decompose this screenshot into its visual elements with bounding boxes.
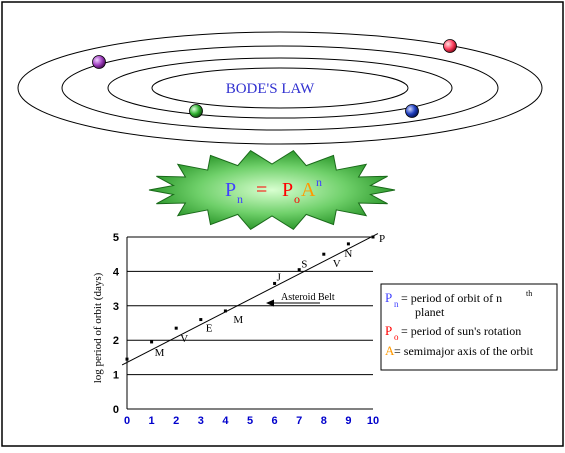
legend-box xyxy=(380,283,558,371)
formula: P n = P o A n xyxy=(225,175,322,206)
data-point xyxy=(125,357,129,361)
x-tick-label: 1 xyxy=(149,415,155,427)
legend-p-n-sub: n xyxy=(394,299,399,309)
legend-p-o-sub: o xyxy=(394,332,399,342)
point-label: J xyxy=(277,271,282,283)
data-point xyxy=(223,309,227,313)
formula-rhs-exp: n xyxy=(316,175,322,189)
formula-rhs-a: A xyxy=(301,179,316,201)
x-tick-label: 7 xyxy=(296,415,302,427)
point-label: M xyxy=(233,314,243,326)
formula-equals: = xyxy=(256,179,267,201)
formula-rhs-p: P xyxy=(282,179,293,201)
legend-line1-cont: planet xyxy=(415,305,445,319)
chart: log period of orbit (days) 0 1 2 3 4 5 0 1 2 3 4 5… xyxy=(92,232,385,427)
legend-p-o: P xyxy=(385,323,392,338)
legend-line1-text: = period of orbit of n xyxy=(401,291,502,305)
point-label: S xyxy=(301,259,307,271)
x-tick-label: 8 xyxy=(321,415,327,427)
pink-planet-icon xyxy=(443,39,457,53)
purple-planet-icon xyxy=(92,55,106,69)
annotation-text: Asteroid Belt xyxy=(281,292,335,303)
legend-line1-sup: th xyxy=(526,289,532,298)
legend-line2-text: = period of sun's rotation xyxy=(401,324,521,338)
point-label: M xyxy=(155,347,165,359)
y-tick-label: 1 xyxy=(113,370,119,382)
data-point xyxy=(273,281,277,285)
orbit-third xyxy=(61,45,499,131)
data-point xyxy=(346,242,350,246)
x-tick-label: 9 xyxy=(345,415,351,427)
data-point xyxy=(199,318,203,322)
y-axis-label: log period of orbit (days) xyxy=(92,272,104,383)
arrow-left-icon xyxy=(266,299,274,307)
point-label: V xyxy=(180,333,188,345)
legend-p-n: P xyxy=(385,290,392,305)
orbit-outer xyxy=(17,31,543,145)
legend: P n = period of orbit of n th planet P o… xyxy=(380,283,558,371)
x-tick-label: 0 xyxy=(124,415,130,427)
data-point xyxy=(150,340,154,344)
orbit-inner xyxy=(151,67,409,109)
orbit-second xyxy=(107,57,453,119)
y-tick-label: 5 xyxy=(113,232,119,244)
x-tick-label: 5 xyxy=(247,415,253,427)
green-planet-icon xyxy=(189,104,203,118)
page-title: BODE'S LAW xyxy=(226,81,315,97)
y-tick-label: 4 xyxy=(113,266,120,278)
point-label: E xyxy=(206,323,213,335)
point-label: V xyxy=(333,258,341,270)
data-point xyxy=(371,235,375,239)
formula-lhs-p: P xyxy=(225,179,236,201)
x-tick-label: 6 xyxy=(272,415,278,427)
point-label: P xyxy=(379,233,385,245)
formula-lhs-sub: n xyxy=(237,192,243,206)
x-tick-label: 3 xyxy=(198,415,204,427)
y-tick-label: 0 xyxy=(113,404,119,416)
legend-a: A xyxy=(385,343,395,358)
asteroid-belt-annotation: Asteroid Belt xyxy=(266,292,335,307)
x-tick-label: 10 xyxy=(367,415,379,427)
formula-rhs-sub: o xyxy=(294,192,300,206)
legend-line3-text: = semimajor axis of the orbit xyxy=(394,344,534,358)
blue-planet-icon xyxy=(405,104,419,118)
data-point xyxy=(322,252,326,256)
data-point xyxy=(297,268,301,272)
starburst-shape xyxy=(148,149,396,231)
orbits xyxy=(17,31,543,145)
x-tick-label: 4 xyxy=(222,415,229,427)
fit-line xyxy=(121,233,379,366)
y-tick-label: 3 xyxy=(113,301,119,313)
data-point xyxy=(174,326,178,330)
y-tick-label: 2 xyxy=(113,335,119,347)
point-label: N xyxy=(344,248,352,260)
x-tick-label: 2 xyxy=(173,415,179,427)
